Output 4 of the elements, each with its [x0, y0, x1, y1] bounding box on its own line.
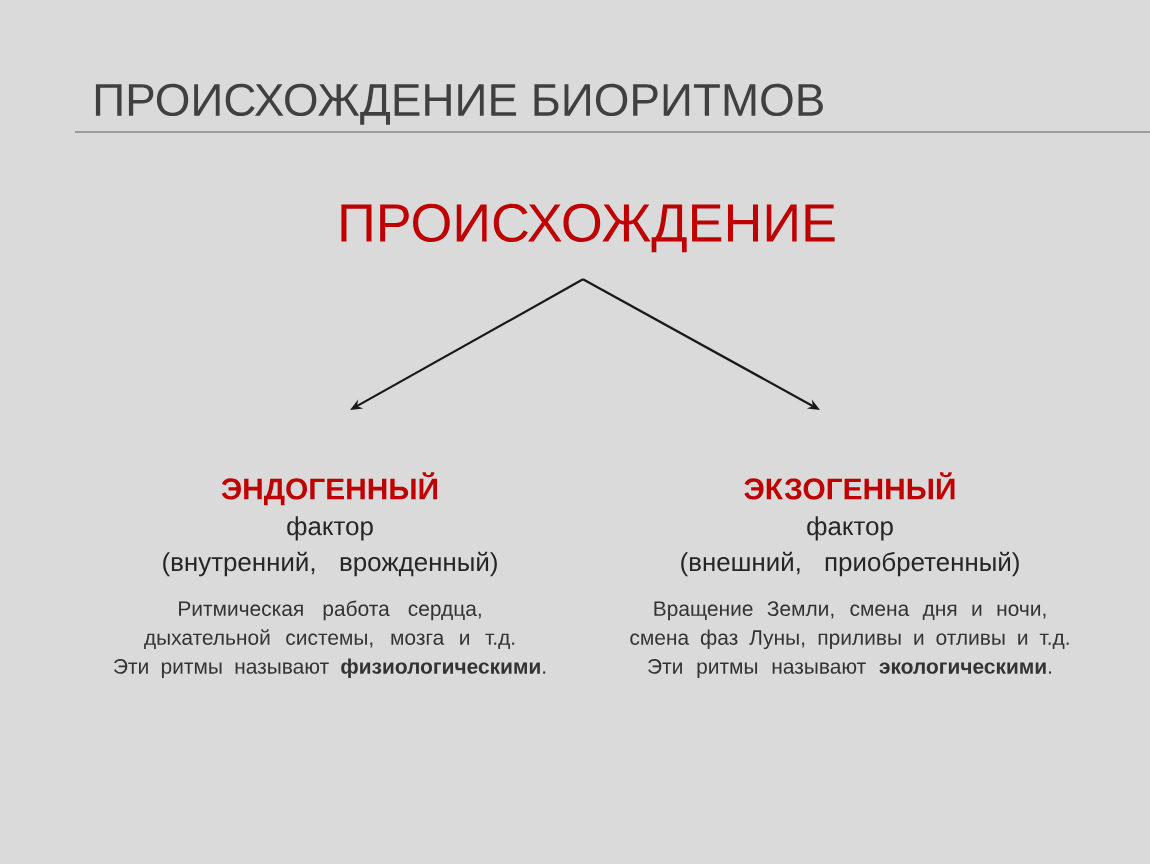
factor-text: ЭНДОГЕННЫЙ фактор (внутренний, врожденный) Ритмическая работа сердца, дыхательной системы, мозга и т.д. Эти ритмы называют физиологическими.	[114, 472, 546, 678]
factor-text: ЭКЗОГЕННЫЙ фактор (внешний, приобретенный) Вращение Земли, смена дня и ночи, смена фаз Луны, приливы и отливы и т.д. Эти ритмы называют экологическими.	[630, 472, 1069, 678]
title: ПРОИСХОЖДЕНИЕ БИОРИТМОВ	[95, 83, 823, 125]
heading-text: ПРОИСХОЖДЕНИЕ	[341, 203, 835, 253]
